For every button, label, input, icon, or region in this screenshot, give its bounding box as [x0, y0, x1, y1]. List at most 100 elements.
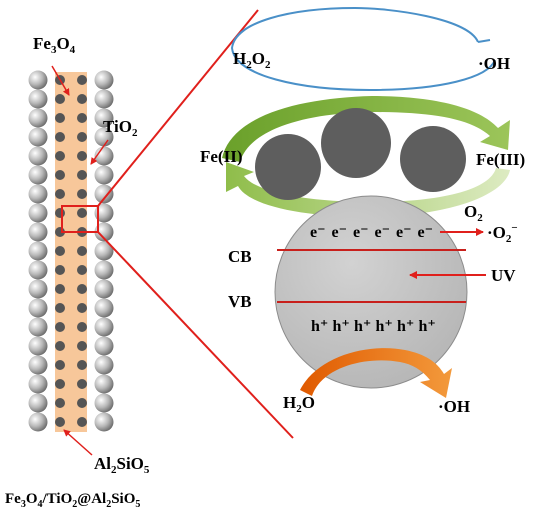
tio2-particle-sphere	[274, 195, 468, 389]
electron-row: e⁻e⁻e⁻e⁻e⁻e⁻	[310, 224, 433, 241]
fe3o4-dot-left	[55, 284, 65, 294]
fe3o4-dot-right	[77, 360, 87, 370]
h2o-to-oh-orange-arrow	[300, 348, 452, 398]
fe3o4-dot-right	[77, 170, 87, 180]
fe3o4-dot-left	[55, 94, 65, 104]
tio2-bead-right	[94, 89, 114, 109]
fe3o4-dot-left	[55, 417, 65, 427]
tio2-bead-right	[94, 336, 114, 356]
fe3o4-dot-left	[55, 151, 65, 161]
fe3-to-fe2-green-arrow	[226, 162, 510, 217]
hole-symbol: h⁺	[311, 318, 328, 335]
tio2-bead-right	[94, 241, 114, 261]
tio2-bead-left	[28, 184, 48, 204]
h2o2-oh-cycle-arrow	[230, 6, 496, 92]
fe3o4-dot-right	[77, 265, 87, 275]
al2sio5-label: Al2SiO5	[94, 454, 150, 476]
electron-symbol: e⁻	[396, 224, 412, 241]
fe3o4-dot-right	[77, 303, 87, 313]
fe3o4-dot-left	[55, 341, 65, 351]
fe3o4-dot-left	[55, 322, 65, 332]
tio2-bead-left	[28, 89, 48, 109]
fe3o4-dot-left	[55, 208, 65, 218]
tio2-bead-left	[28, 260, 48, 280]
fe3o4-dot-left	[55, 170, 65, 180]
hole-symbol: h⁺	[376, 318, 393, 335]
tio2-bead-right	[94, 203, 114, 223]
fe3o4-dot-left	[55, 303, 65, 313]
uv-label: UV	[491, 266, 516, 285]
fe3o4-dot-left	[55, 398, 65, 408]
fe3o4-dot-right	[77, 398, 87, 408]
tio2-bead-right	[94, 165, 114, 185]
fe3o4-label: Fe3O4	[33, 34, 76, 56]
fe3o4-dot-left	[55, 113, 65, 123]
composite-formula-label: Fe3O4/TiO2@Al2SiO5	[5, 491, 140, 510]
tio2-bead-right	[94, 317, 114, 337]
vb-label: VB	[228, 292, 252, 311]
h2o2-label: H2O2	[233, 49, 271, 71]
tio2-bead-left	[28, 336, 48, 356]
cycle-arrow-tick	[477, 39, 491, 43]
tio2-bead-right	[94, 412, 114, 432]
fe3o4-dot-left	[55, 246, 65, 256]
tio2-bead-left	[28, 108, 48, 128]
tio2-bead-right	[94, 184, 114, 204]
fe3-label: Fe(III)	[476, 150, 525, 169]
fe3o4-particle-middle	[321, 108, 391, 178]
al2sio5-pointer-arrow	[63, 429, 93, 456]
hole-symbol: h⁺	[333, 318, 350, 335]
zoom-line-top	[97, 9, 259, 207]
hole-symbol: h⁺	[354, 318, 371, 335]
fe3o4-dot-right	[77, 341, 87, 351]
fe3o4-dot-left	[55, 265, 65, 275]
tio2-bead-right	[94, 260, 114, 280]
tio2-bead-right	[94, 108, 114, 128]
tio2-bead-right	[94, 279, 114, 299]
fe3o4-dot-right	[77, 208, 87, 218]
fe3o4-dot-right	[77, 189, 87, 199]
fe3o4-dot-left	[55, 132, 65, 142]
fe3o4-dot-left	[55, 360, 65, 370]
hydroxyl-radical-top-label: ·OH	[478, 54, 510, 73]
tio2-bead-left	[28, 393, 48, 413]
hydroxyl-radical-bottom-label: ·OH	[438, 397, 470, 416]
tio2-label: TiO2	[103, 117, 138, 139]
fe3o4-particle-right	[400, 126, 466, 192]
tio2-bead-right	[94, 298, 114, 318]
tio2-bead-left	[28, 298, 48, 318]
electron-symbol: e⁻	[353, 224, 369, 241]
fe3o4-dot-right	[77, 322, 87, 332]
tio2-pointer-arrow	[90, 139, 109, 165]
fe3o4-particle-left	[255, 134, 321, 200]
tio2-bead-right	[94, 393, 114, 413]
zoom-line-bottom	[97, 231, 294, 439]
tio2-bead-right	[94, 127, 114, 147]
tio2-bead-left	[28, 241, 48, 261]
tio2-bead-column	[28, 70, 114, 432]
fe3o4-dot-right	[77, 379, 87, 389]
tio2-bead-left	[28, 374, 48, 394]
tio2-bead-left	[28, 165, 48, 185]
tio2-bead-left	[28, 412, 48, 432]
hole-symbol: h⁺	[419, 318, 436, 335]
fe3o4-dot-right	[77, 246, 87, 256]
fe3o4-dot-right	[77, 75, 87, 85]
tio2-bead-left	[28, 355, 48, 375]
electron-symbol: e⁻	[310, 224, 326, 241]
fe3o4-dot-right	[77, 284, 87, 294]
h2o-label: H2O	[283, 393, 315, 415]
electron-symbol: e⁻	[332, 224, 348, 241]
fe2-label: Fe(II)	[200, 147, 242, 166]
fe3o4-dot-right	[77, 132, 87, 142]
fe3o4-dot-right	[77, 417, 87, 427]
tio2-bead-right	[94, 374, 114, 394]
electron-symbol: e⁻	[375, 224, 391, 241]
fe3o4-dot-right	[77, 151, 87, 161]
tio2-bead-left	[28, 127, 48, 147]
hole-row: h⁺h⁺h⁺h⁺h⁺h⁺	[311, 318, 436, 335]
fe3o4-dot-left	[55, 379, 65, 389]
fe3o4-dot-left	[55, 189, 65, 199]
